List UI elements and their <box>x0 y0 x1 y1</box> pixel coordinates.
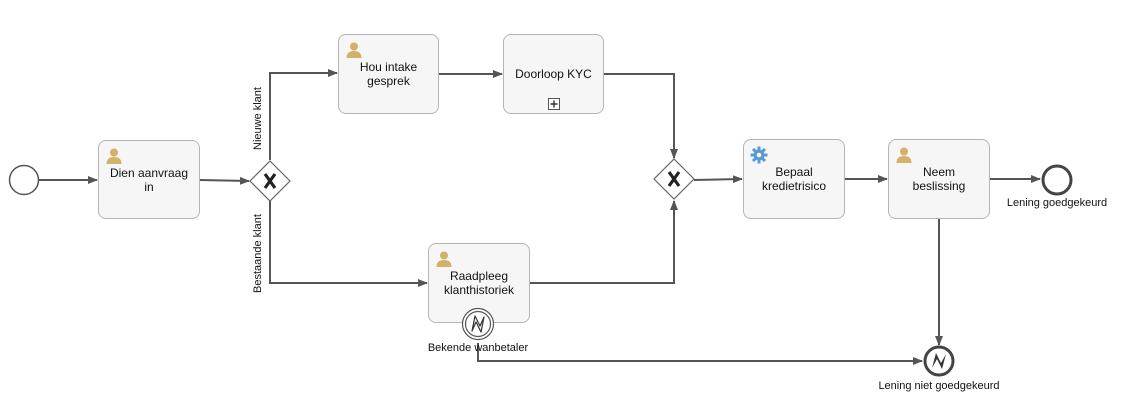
exclusive-gateway-merge[interactable] <box>653 158 695 200</box>
flow-error-to-rejected[interactable] <box>477 343 923 365</box>
flow-kyc-to-merge[interactable] <box>604 73 678 159</box>
error-icon <box>471 315 485 333</box>
task-submit-request[interactable]: Dien aanvraag in <box>98 140 200 219</box>
flow-existing-client[interactable] <box>269 201 428 287</box>
task-client-history[interactable]: Raadpleeg klanthistoriek <box>428 243 530 323</box>
task-label: Dien aanvraag in <box>109 165 189 194</box>
task-label: Doorloop KYC <box>515 67 592 81</box>
task-label: Neem beslissing <box>912 165 966 193</box>
boundary-error-label: Bekende wanbetaler <box>427 342 529 354</box>
task-intake-meeting[interactable]: Hou intake gesprek <box>338 34 439 114</box>
task-label: Bepaal kredietrisico <box>761 165 827 193</box>
sequence-flows <box>39 69 1041 365</box>
user-icon <box>436 251 452 267</box>
task-label: Raadpleeg klanthistoriek <box>443 269 515 297</box>
subprocess-kyc[interactable]: Doorloop KYC <box>503 34 604 114</box>
task-label: Hou intake gesprek <box>359 60 418 88</box>
end-event-approved[interactable] <box>1041 164 1073 196</box>
flow-merge-to-risk[interactable] <box>693 175 743 184</box>
x-icon <box>667 171 681 187</box>
user-icon <box>346 42 362 58</box>
flow-submit-to-gateway[interactable] <box>199 176 250 185</box>
user-icon <box>896 147 912 163</box>
start-event[interactable] <box>8 164 40 196</box>
end-event-rejected[interactable] <box>923 345 955 377</box>
flow-history-to-merge[interactable] <box>530 200 678 284</box>
boundary-error-event[interactable] <box>461 307 495 341</box>
task-credit-risk[interactable]: Bepaal kredietrisico <box>743 139 845 219</box>
end-event-approved-label: Lening goedgekeurd <box>1007 197 1107 209</box>
end-event-rejected-label: Lening niet goedgekeurd <box>878 380 999 392</box>
flow-label-new-client: Nieuwe klant <box>252 87 264 150</box>
error-icon <box>932 353 946 369</box>
gear-icon <box>750 146 768 164</box>
subprocess-marker-icon[interactable] <box>548 98 560 110</box>
exclusive-gateway-split[interactable] <box>249 160 291 202</box>
flow-label-existing-client: Bestaande klant <box>252 214 264 293</box>
x-icon <box>263 173 277 189</box>
task-decision[interactable]: Neem beslissing <box>888 139 990 219</box>
flow-new-client[interactable] <box>269 69 338 160</box>
user-icon <box>106 148 122 164</box>
